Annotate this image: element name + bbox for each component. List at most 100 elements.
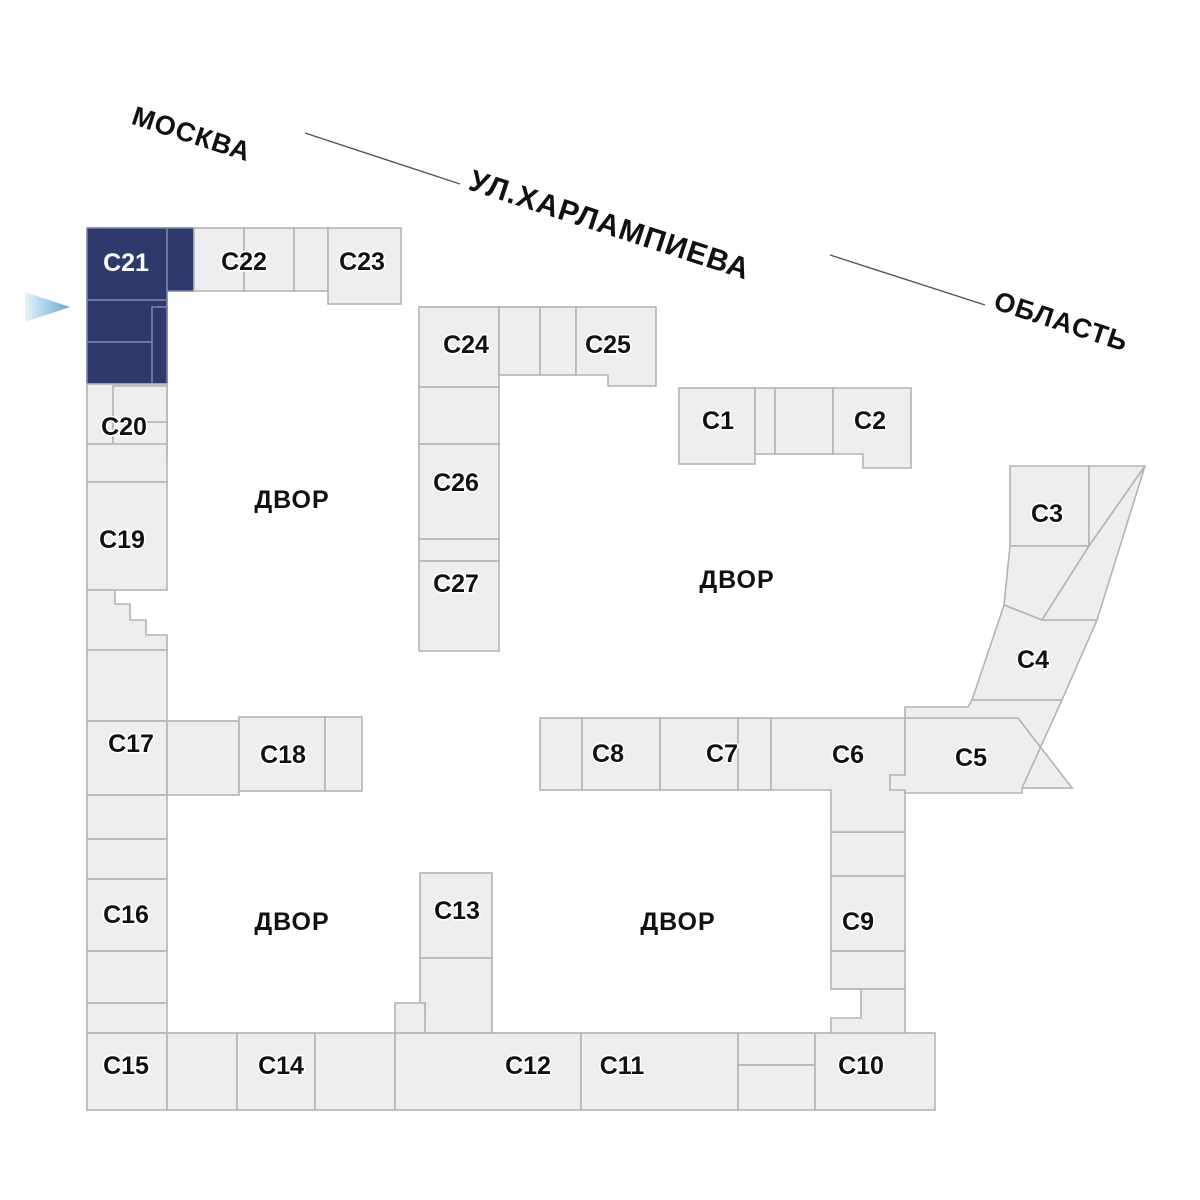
block-group-C9[interactable]	[830, 831, 906, 1034]
block-C16-c[interactable]	[86, 950, 168, 1004]
block-group-C18[interactable]	[238, 716, 363, 792]
block-C10-left-b[interactable]	[737, 1064, 816, 1111]
block-C1-main[interactable]	[678, 387, 756, 465]
block-label-C16: C16	[103, 901, 149, 929]
block-group-C8[interactable]	[539, 717, 661, 791]
block-C24-ext-a[interactable]	[498, 306, 541, 376]
block-group-C4[interactable]	[970, 465, 1146, 701]
block-C19-main[interactable]	[86, 481, 168, 591]
block-C19-staircase[interactable]	[86, 589, 168, 651]
block-C2-main[interactable]	[832, 387, 912, 469]
block-group-C15[interactable]	[86, 1032, 238, 1111]
block-group-C24[interactable]	[418, 306, 577, 388]
block-group-C12[interactable]	[394, 1032, 582, 1111]
block-group-C23[interactable]	[327, 227, 402, 305]
block-label-C3: C3	[1031, 500, 1063, 528]
block-label-C10: C10	[838, 1052, 884, 1080]
block-C24-main[interactable]	[418, 306, 500, 388]
block-C11-main[interactable]	[580, 1032, 739, 1111]
direction-oblast-label: ОБЛАСТЬ	[990, 286, 1132, 358]
block-C4-main[interactable]	[970, 603, 1099, 701]
block-C22-b[interactable]	[243, 227, 295, 292]
block-C5-lower-wedge[interactable]	[904, 699, 1074, 789]
block-C13-foot[interactable]	[419, 957, 493, 1034]
block-C27-gap[interactable]	[418, 538, 500, 562]
block-label-C21: C21	[103, 249, 149, 277]
block-group-C26[interactable]	[418, 386, 500, 540]
block-group-C21[interactable]	[86, 227, 195, 385]
block-C9-foot[interactable]	[830, 988, 906, 1034]
block-C21-ext-top[interactable]	[166, 227, 195, 292]
block-group-C10[interactable]	[737, 1032, 936, 1111]
block-label-C14: C14	[258, 1052, 304, 1080]
block-group-C25[interactable]	[575, 306, 657, 387]
block-group-C1[interactable]	[678, 387, 776, 465]
entrance-arrow-icon[interactable]	[25, 292, 70, 322]
block-C20-lower[interactable]	[86, 443, 168, 483]
block-group-C16[interactable]	[86, 794, 168, 1034]
block-C17-upper[interactable]	[86, 649, 168, 722]
block-C18-ext[interactable]	[324, 716, 363, 792]
block-C8-main[interactable]	[581, 717, 661, 791]
block-C10-main[interactable]	[814, 1032, 936, 1111]
block-group-C20[interactable]	[86, 383, 168, 483]
block-C12-main[interactable]	[394, 1032, 582, 1111]
block-group-C17[interactable]	[86, 649, 240, 796]
block-C14-ext[interactable]	[314, 1032, 396, 1111]
block-C27-main[interactable]	[418, 560, 500, 652]
block-group-C27[interactable]	[418, 538, 500, 652]
block-C13-main[interactable]	[419, 872, 493, 959]
block-label-C5: C5	[955, 744, 987, 772]
block-group-C14[interactable]	[236, 1032, 396, 1111]
entrance-arrow[interactable]	[25, 292, 70, 322]
block-C15-ext[interactable]	[166, 1032, 238, 1111]
block-label-C12: C12	[505, 1052, 551, 1080]
block-C13-step-left[interactable]	[394, 1002, 426, 1034]
block-label-C18: C18	[260, 741, 306, 769]
block-group-C11[interactable]	[580, 1032, 739, 1111]
block-C26-main[interactable]	[418, 443, 500, 540]
block-C8-a[interactable]	[539, 717, 583, 791]
block-C9-a[interactable]	[830, 831, 906, 877]
block-C26-a[interactable]	[418, 386, 500, 445]
block-group-C2[interactable]	[774, 387, 912, 469]
street-leader-line-left	[304, 132, 461, 185]
block-group-C19[interactable]	[86, 481, 168, 651]
yard-label-northeast: ДВОР	[699, 566, 774, 594]
block-group-C6[interactable]	[770, 717, 906, 833]
block-C2-a[interactable]	[774, 387, 834, 455]
block-C23-main[interactable]	[327, 227, 402, 305]
block-C22-c[interactable]	[293, 227, 329, 292]
block-C6-main[interactable]	[770, 717, 906, 833]
block-label-C9: C9	[842, 908, 874, 936]
block-C1-ext[interactable]	[754, 387, 776, 455]
block-C14-main[interactable]	[236, 1032, 316, 1111]
block-C7-ext[interactable]	[737, 717, 772, 791]
block-C18-main[interactable]	[238, 716, 326, 792]
block-C9-b[interactable]	[830, 950, 906, 990]
block-label-C19: C19	[99, 526, 145, 554]
block-C24-ext-b[interactable]	[539, 306, 577, 376]
block-C16-a[interactable]	[86, 794, 168, 840]
block-C7-main[interactable]	[659, 717, 739, 791]
block-group-C5-lower[interactable]	[904, 699, 1074, 789]
block-group-C7[interactable]	[659, 717, 772, 791]
block-C16-d[interactable]	[86, 1002, 168, 1034]
block-C10-left-a[interactable]	[737, 1032, 816, 1066]
block-label-C2: C2	[854, 407, 886, 435]
block-C16-b[interactable]	[86, 838, 168, 880]
block-C9-main[interactable]	[830, 875, 906, 952]
block-C4-wedge[interactable]	[1040, 465, 1146, 621]
block-C17-ext[interactable]	[166, 720, 240, 796]
block-label-C13: C13	[434, 897, 480, 925]
block-C25-main[interactable]	[575, 306, 657, 387]
block-group-C13[interactable]	[394, 872, 493, 1034]
block-C16-main[interactable]	[86, 878, 168, 952]
block-C21-main[interactable]	[86, 227, 168, 301]
block-label-C17: C17	[108, 730, 154, 758]
block-group-C22[interactable]	[193, 227, 329, 292]
block-C21-ext-mid[interactable]	[151, 306, 168, 385]
block-label-C27: C27	[433, 570, 479, 598]
block-label-C23: C23	[339, 248, 385, 276]
